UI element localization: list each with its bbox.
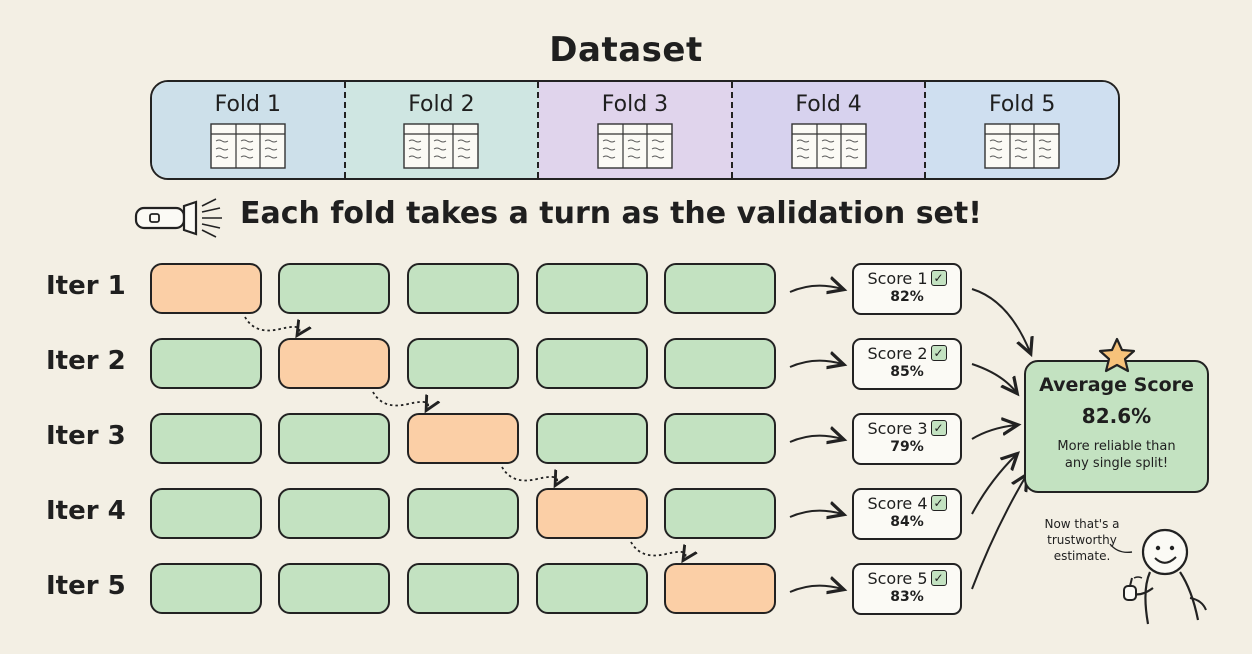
table-icon — [984, 123, 1060, 173]
score-label: Score 5 — [867, 569, 928, 588]
average-score-box: Average Score 82.6% More reliable than a… — [1024, 360, 1209, 493]
training-fold-cell — [150, 563, 262, 614]
table-icon — [790, 123, 867, 173]
score-label: Score 2 — [867, 344, 928, 363]
training-fold-cell — [278, 488, 390, 539]
score-label: Score 1 — [867, 269, 928, 288]
flashlight-icon — [134, 198, 222, 238]
score-box: Score 2✓ 85% — [852, 338, 962, 390]
average-score-title: Average Score — [1039, 374, 1194, 396]
dataset-title: Dataset — [549, 30, 703, 70]
training-fold-cell — [664, 413, 776, 464]
fold-label: Fold 4 — [795, 92, 862, 117]
score-value: 79% — [890, 439, 924, 455]
validation-fold-cell — [536, 488, 648, 539]
fold-4: Fold 4 — [732, 82, 927, 178]
training-fold-cell — [278, 563, 390, 614]
table-icon — [210, 123, 286, 173]
score-label: Score 4 — [867, 494, 928, 513]
fold-label: Fold 1 — [214, 92, 281, 117]
speech-line-2: trustworthy — [1047, 533, 1117, 547]
score-value: 83% — [890, 589, 924, 605]
checkbox-icon: ✓ — [930, 345, 947, 361]
training-fold-cell — [407, 563, 519, 614]
training-fold-cell — [150, 488, 262, 539]
checkbox-icon: ✓ — [930, 270, 947, 286]
training-fold-cell — [664, 263, 776, 314]
training-fold-cell — [150, 338, 262, 389]
score-box: Score 3✓ 79% — [852, 413, 962, 465]
fold-1: Fold 1 — [152, 82, 346, 178]
table-icon — [403, 123, 480, 173]
dataset-bar: Fold 1 Fold 2 Fold 3 Fold 4 Fold 5 — [150, 80, 1120, 180]
training-fold-cell — [536, 413, 648, 464]
checkbox-icon: ✓ — [930, 570, 947, 586]
speech-line-3: estimate. — [1053, 549, 1111, 563]
training-fold-cell — [150, 413, 262, 464]
fold-3: Fold 3 — [539, 82, 733, 178]
score-box: Score 4✓ 84% — [852, 488, 962, 540]
training-fold-cell — [536, 263, 648, 314]
stick-figure-icon — [1123, 528, 1207, 625]
training-fold-cell — [664, 338, 776, 389]
score-value: 82% — [890, 289, 924, 305]
score-value: 84% — [890, 514, 924, 530]
tagline: Each fold takes a turn as the validation… — [240, 196, 982, 231]
training-fold-cell — [278, 263, 390, 314]
validation-fold-cell — [407, 413, 519, 464]
speech-text: Now that's a trustworthy estimate. — [1022, 516, 1142, 564]
iteration-label: Iter 2 — [46, 346, 126, 376]
table-icon — [597, 123, 673, 173]
score-label: Score 3 — [867, 419, 928, 438]
training-fold-cell — [664, 488, 776, 539]
training-fold-cell — [407, 488, 519, 539]
note-line-1: More reliable than — [1057, 439, 1176, 454]
validation-fold-cell — [664, 563, 776, 614]
iteration-label: Iter 5 — [46, 571, 126, 601]
fold-label: Fold 3 — [601, 92, 669, 117]
note-line-2: any single split! — [1064, 456, 1169, 471]
speech-pointer — [1109, 543, 1133, 554]
score-box: Score 1✓ 82% — [852, 263, 962, 315]
training-fold-cell — [407, 263, 519, 314]
speech-line-1: Now that's a — [1044, 517, 1120, 531]
training-fold-cell — [536, 338, 648, 389]
validation-fold-cell — [150, 263, 262, 314]
star-icon — [1098, 337, 1136, 373]
average-score-note: More reliable than any single split! — [1026, 438, 1207, 472]
training-fold-cell — [407, 338, 519, 389]
checkbox-icon: ✓ — [930, 420, 947, 436]
iteration-label: Iter 4 — [46, 496, 126, 526]
training-fold-cell — [278, 413, 390, 464]
fold-5: Fold 5 — [926, 82, 1118, 178]
fold-label: Fold 2 — [408, 92, 475, 117]
fold-2: Fold 2 — [345, 82, 540, 178]
fold-label: Fold 5 — [988, 92, 1056, 117]
checkbox-icon: ✓ — [930, 495, 947, 511]
training-fold-cell — [536, 563, 648, 614]
average-score-value: 82.6% — [1081, 404, 1152, 428]
score-box: Score 5✓ 83% — [852, 563, 962, 615]
score-value: 85% — [890, 364, 924, 380]
iteration-label: Iter 1 — [46, 271, 126, 301]
iteration-label: Iter 3 — [46, 421, 126, 451]
validation-fold-cell — [278, 338, 390, 389]
